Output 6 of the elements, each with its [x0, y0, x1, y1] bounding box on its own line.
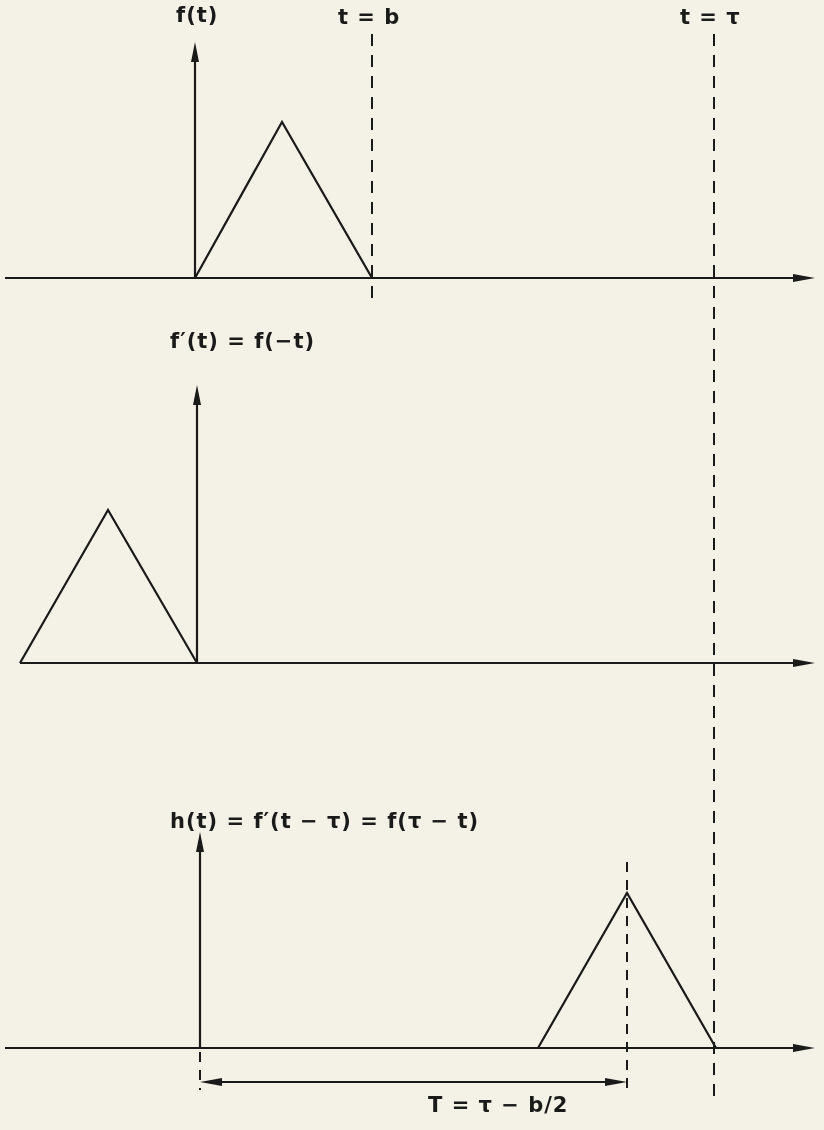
axis-label: f(t) [176, 4, 219, 28]
dimension-label: T = τ − b/2 [428, 1094, 569, 1118]
equation-label: h(t) = f′(t − τ) = f(τ − t) [170, 810, 480, 834]
guide-line-label: t = b [338, 6, 401, 30]
equation-label: f′(t) = f(−t) [170, 330, 316, 354]
guide-line-label: t = τ [680, 6, 741, 30]
